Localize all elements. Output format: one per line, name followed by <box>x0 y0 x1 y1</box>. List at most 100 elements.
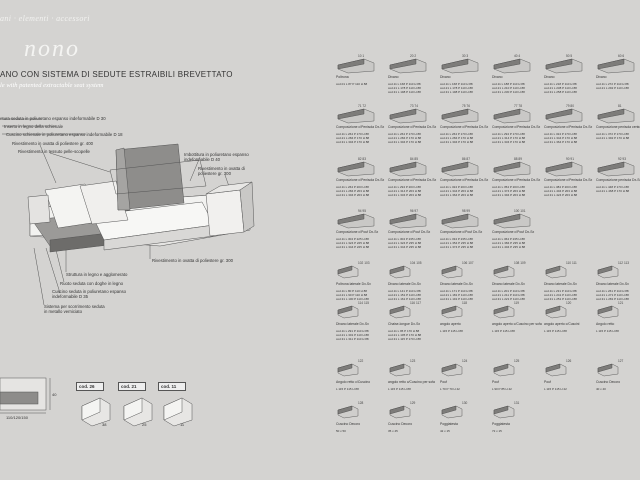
module-name: Angolo retto <box>596 322 615 326</box>
module-code: 127 <box>618 359 624 363</box>
module-name: Composizione c/Pouf Dx-Sx <box>388 230 431 234</box>
module-dims: 35 x 45 <box>388 429 398 433</box>
module-code: 122 <box>358 359 364 363</box>
module-icon <box>441 108 479 124</box>
module-name: Composizione penisola centrale <box>596 125 640 129</box>
module-code: 94 95 <box>358 209 366 213</box>
module-icon <box>493 363 515 377</box>
module-name: Divano laterale Dx-Sx <box>596 282 629 286</box>
module-name: Poltrona laterale Dx-Sx <box>336 282 371 286</box>
module-icon <box>545 108 583 124</box>
module-icon <box>493 213 531 229</box>
module-code: 108 109 <box>514 261 526 265</box>
module-name: Composizione penisola Dx-Sx <box>596 178 640 182</box>
module-dims: L 115 P 115 H 42 <box>544 387 567 391</box>
module-icon <box>337 213 375 229</box>
module-icon <box>493 161 531 177</box>
module-name: Pouf <box>492 380 499 384</box>
module-dims: L 115 P 115 H 88 <box>596 329 619 333</box>
module-name: Pouf <box>440 380 447 384</box>
module-name: Divano <box>596 75 607 79</box>
module-code: 102 103 <box>358 261 370 265</box>
catalog-item: 118 angolo aperto L 115 P 115 H 88 <box>440 301 492 354</box>
module-dims: L 115 P 115 H 88 <box>336 387 359 391</box>
module-code: 79 80 <box>566 104 574 108</box>
module-icon <box>389 405 411 419</box>
module-name: Divano laterale Dx-Sx <box>544 282 577 286</box>
module-code: 125 <box>514 359 520 363</box>
module-name: Divano laterale Dx-Sx <box>336 322 369 326</box>
module-code: 129 <box>410 401 416 405</box>
annotation-seat-foam: etura seduta in poliuretano espanso inde… <box>0 116 106 121</box>
module-name: Composizione c/Pouf Dx-Sx <box>492 230 535 234</box>
module-icon <box>337 363 359 377</box>
module-code: 73 74 <box>410 104 418 108</box>
module-name: Cuscino Decoro <box>336 422 361 426</box>
module-code: 106 107 <box>462 261 474 265</box>
module-code: 96 97 <box>410 209 418 213</box>
module-dims: L 115 P 115 H 88 <box>440 329 463 333</box>
module-name: Composizione c/Penisola Dx-Sx <box>336 125 385 129</box>
module-name: angolo aperto <box>440 322 461 326</box>
module-code: 82 83 <box>358 157 366 161</box>
subtitle-italian: ANO CON SISTEMA DI SEDUTE ESTRAIBILI BRE… <box>0 70 233 79</box>
module-name: Poggiatesta <box>492 422 510 426</box>
module-name: Cuscino Decoro <box>388 422 413 426</box>
module-code: 131 <box>514 401 520 405</box>
module-dims: L 115 P 115 H 88 <box>388 387 411 391</box>
module-name: Divano <box>388 75 399 79</box>
module-code: 118 <box>462 301 468 305</box>
module-icon <box>389 58 427 74</box>
page-title: nono <box>24 36 80 62</box>
module-code: 84 85 <box>410 157 418 161</box>
module-name: Composizione c/Penisola Dx-Sx <box>544 178 593 182</box>
module-icon <box>597 265 619 279</box>
module-name: Cuscino Decoro <box>596 380 621 384</box>
module-icon <box>597 161 635 177</box>
module-dims: L 115 P 115 H 88 <box>492 329 515 333</box>
module-dims: 40 x 40 <box>596 387 606 391</box>
annotation-wadding-400: Rivestimento in ovatta di poliestere gr.… <box>12 141 93 146</box>
module-icon <box>441 213 479 229</box>
module-name: angolo retto c/Cuscino per sofa <box>388 380 435 384</box>
module-icon <box>337 405 359 419</box>
module-icon <box>337 161 375 177</box>
module-code: 40 4 <box>514 54 521 58</box>
module-code: 98 99 <box>462 209 470 213</box>
module-name: Divano <box>544 75 555 79</box>
